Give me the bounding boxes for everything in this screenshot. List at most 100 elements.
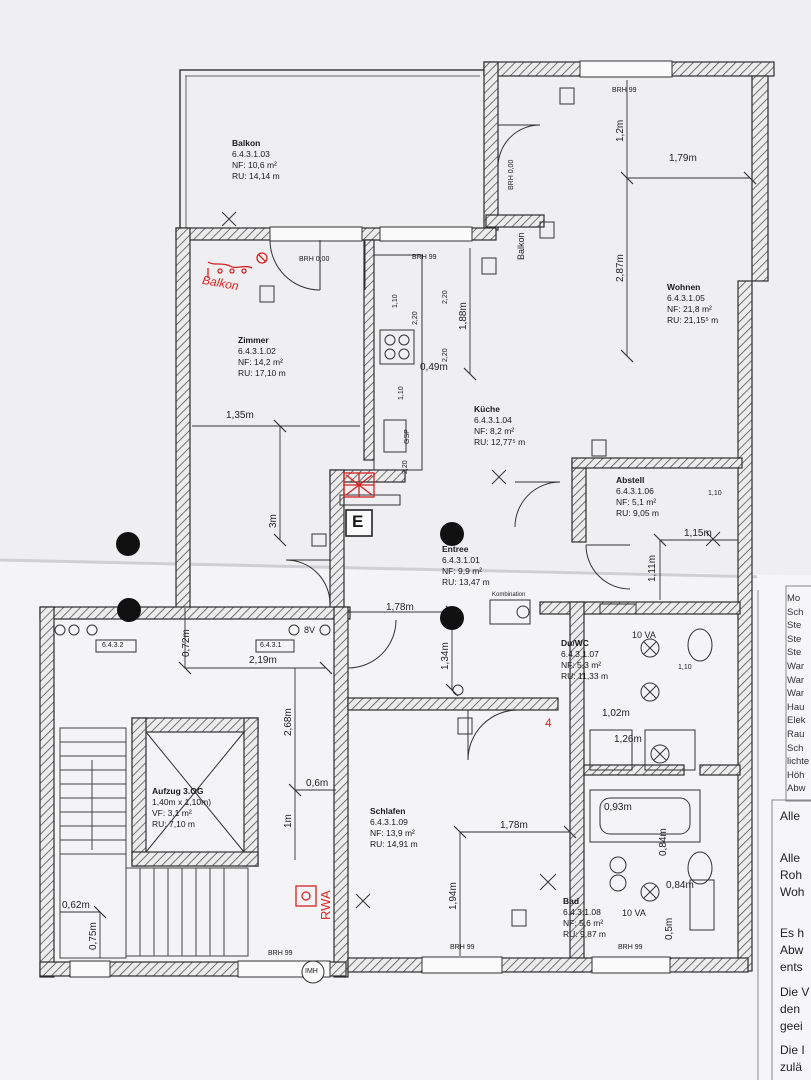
dimension-label: 1,88m [458,302,469,330]
room-nf: NF: 5,1 m² [616,497,657,507]
room-ru: RU: 21,15⁵ m [667,315,719,325]
dimension-label: 1,26m [614,734,642,745]
counter-height: 2,20 [412,311,419,325]
notes-frame [771,799,811,1080]
counter-height: 2,20 [442,348,449,362]
room-nf: NF: 21,8 m² [667,304,712,314]
room-schlafen: Schlafen 6.4.3.1.09 NF: 13,9 m² RU: 14,9… [370,806,418,850]
dimension-ticks [93,171,757,919]
legend-item: Elek [787,715,806,727]
note-line: geei [780,1019,803,1033]
sill-height-label: BRH 99 [268,950,293,957]
note-line: zulä [780,1060,803,1074]
room-name: Schlafen [370,806,406,816]
red-marks [207,252,375,907]
room-id: 6.4.3.1.07 [561,649,599,659]
va-label: 10 VA [622,908,646,918]
kombination-label: Kombination [492,592,526,598]
room-entree: Entree 6.4.3.1.01 NF: 9,9 m² RU: 13,47 m [442,544,490,588]
note-line: Alle [780,809,801,823]
paper-top [0,0,811,575]
room-id: 6.4.3.1.03 [232,149,270,159]
room-kueche: Küche 6.4.3.1.04 NF: 8,2 m² RU: 12,77⁵ m [474,404,525,448]
elevator-cross [145,731,245,853]
dimension-label: 0,49m [420,362,448,373]
note-line: Alle [780,851,801,865]
legend-item: Hau [787,701,805,713]
legend-item: War [787,674,805,686]
dimension-label: 1,78m [500,820,528,831]
dimension-label: 1,78m [386,602,414,613]
kitchen-counter [339,254,423,506]
dimension-label: 0,75m [88,922,99,950]
room-wohnen: Wohnen 6.4.3.1.05 NF: 21,8 m² RU: 21,15⁵… [667,282,718,326]
unit-tag-b-box [255,639,295,653]
dimension-label: 1,34m [440,642,451,670]
room-name: Balkon [232,138,261,148]
room-nf: NF: 14,2 m² [238,357,283,367]
dimension-label: 0,62m [62,900,90,911]
punch-hole [440,522,464,546]
abstell-height: 1,10 [708,490,722,497]
dimension-label: 0,93m [604,802,632,813]
sill-height-label: BRH 0,00 [299,256,330,263]
legend-item: Sch [787,742,804,754]
room-duwc: Du/WC 6.4.3.1.07 NF: 5,3 m² RU: 11,33 m [561,638,608,682]
right-panel [757,575,811,1080]
dimension-label: 2,68m [283,708,294,736]
room-name: Abstell [616,475,645,485]
entry-marker: E [352,512,364,531]
room-balkon: Balkon 6.4.3.1.03 NF: 10,6 m² RU: 14,14 … [232,138,280,182]
room-ru: RU: 14,91 m [370,839,418,849]
dimension-label: 1,94m [448,882,459,910]
paper-bottom [0,560,811,1080]
room-vf: VF: 3,1 m² [152,808,192,818]
note-line: den [780,1002,801,1016]
room-ru: RU: 11,33 m [561,671,609,681]
room-id: 6.4.3.1.09 [370,817,408,827]
counter-height: 2,20 [442,290,449,304]
note-line: Woh [780,885,805,899]
legend-item: Sch [787,606,804,618]
room-id: 6.4.3.1.08 [563,907,601,917]
note-line: Abw [780,943,804,957]
legend-item: Ste [787,620,802,632]
dimension-label: 0,6m [306,778,329,789]
room-bad: Bad 6.4.3.1.08 NF: 5,6 m² RU: 9,87 m [563,896,606,940]
room-zimmer: Zimmer 6.4.3.1.02 NF: 14,2 m² RU: 17,10 … [238,335,286,379]
room-nf: NF: 10,6 m² [232,160,277,170]
room-ru: RU: 13,47 m [442,577,490,587]
light-marks [221,211,721,909]
dimension-label: 1,35m [226,410,254,421]
dimension-label: 3m [268,514,279,528]
switch-symbols [54,87,637,984]
legend-item: War [787,688,805,700]
dimension-lines [60,80,750,958]
punch-hole [440,606,464,630]
room-id: 6.4.3.1.02 [238,346,276,356]
dimension-label: 2,19m [249,655,277,666]
sill-height-label: BRH 99 [618,944,643,951]
room-id: 6.4.3.1.06 [616,486,654,496]
dimension-label: 1,79m [669,153,697,164]
sv-label: 8V [304,625,316,635]
room-name: Bad [563,896,580,906]
room-ru: RU: 12,77⁵ m [474,437,526,447]
note-line: ents [780,960,803,974]
room-nf: NF: 13,9 m² [370,828,415,838]
va-label: 10 VA [632,630,656,640]
room-nf: NF: 5,3 m² [561,660,602,670]
unit-tag-b: 6.4.3.1 [260,642,282,649]
dimension-label: 2,87m [615,254,626,282]
room-name: Küche [474,404,500,414]
room-name: Wohnen [667,282,701,292]
imh-label: IMH [305,968,318,975]
dimension-label: 0,84m [658,828,669,856]
dimension-label: 1,02m [602,708,630,719]
unit-tag-a: 6.4.3.2 [102,642,124,649]
counter-height: 2,20 [402,460,409,474]
legend-item: Mo [787,593,801,604]
doors [269,124,631,761]
